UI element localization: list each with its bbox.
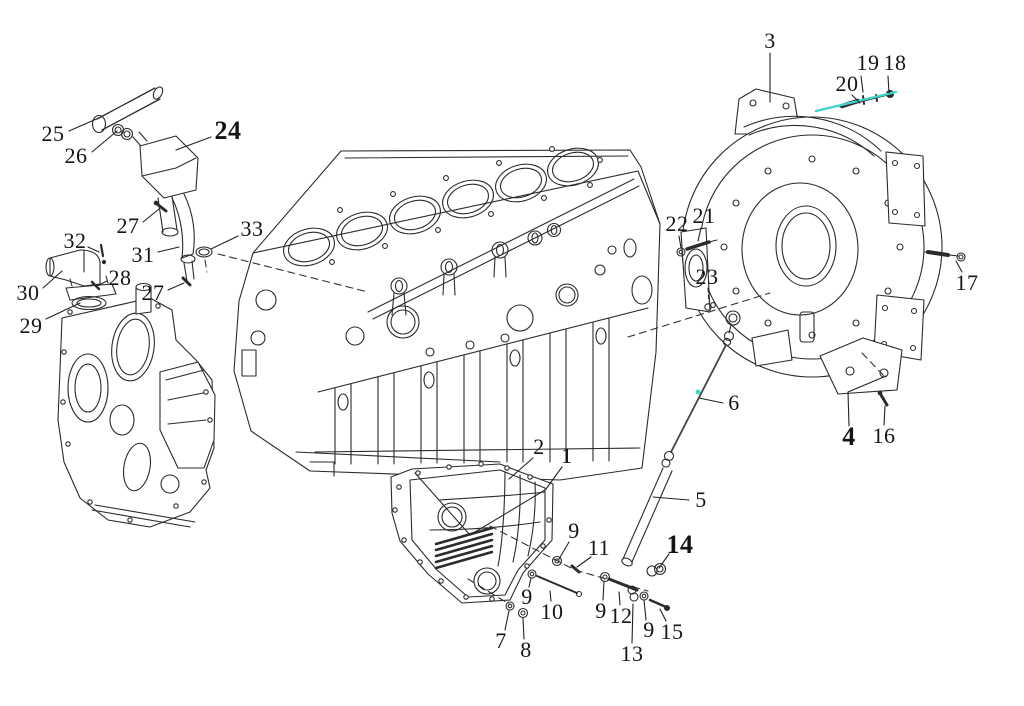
assembly-axis-dash-4 bbox=[467, 578, 510, 605]
leader-line-32 bbox=[87, 246, 100, 253]
leader-line-27b bbox=[167, 282, 185, 291]
leader-line-8 bbox=[522, 617, 525, 640]
leader-line-7 bbox=[504, 610, 510, 631]
leader-line-20 bbox=[851, 94, 861, 104]
leader-line-17 bbox=[955, 260, 963, 273]
leader-line-14 bbox=[658, 553, 670, 569]
breather-elbow-drawing bbox=[45, 243, 117, 311]
leader-line-30 bbox=[42, 270, 63, 289]
highlighted-dipstick-dot bbox=[695, 389, 701, 395]
dashed-alignment-lines bbox=[204, 253, 885, 605]
leader-line-27a bbox=[142, 208, 160, 223]
assembly-axis-dash-0 bbox=[217, 253, 369, 293]
leader-line-9a bbox=[558, 541, 570, 560]
leader-line-9b bbox=[528, 577, 532, 588]
flywheel-housing-drawing bbox=[676, 88, 966, 407]
leader-line-22 bbox=[678, 235, 682, 249]
assembly-axis-dash-1 bbox=[627, 292, 771, 338]
leader-line-10 bbox=[549, 590, 552, 602]
cylinder-block-drawing bbox=[233, 146, 661, 481]
leader-line-21 bbox=[697, 227, 702, 242]
leader-line-4 bbox=[847, 375, 887, 427]
highlight-marks bbox=[695, 90, 898, 395]
leader-line-9d bbox=[643, 599, 647, 621]
leader-line-12 bbox=[618, 591, 621, 606]
leader-line-31 bbox=[157, 246, 180, 253]
leader-line-23 bbox=[707, 287, 710, 303]
leader-line-19 bbox=[860, 75, 864, 93]
leader-line-15 bbox=[659, 608, 667, 622]
cover-plate-drawing bbox=[390, 461, 554, 604]
gear-housing-drawing bbox=[57, 282, 216, 528]
oil-filler-assembly-drawing bbox=[91, 86, 213, 287]
leader-line-1 bbox=[545, 466, 563, 490]
leader-line-28 bbox=[96, 280, 108, 287]
leader-line-29 bbox=[45, 302, 81, 320]
leader-line-24 bbox=[175, 136, 212, 151]
leader-line-26 bbox=[91, 130, 118, 153]
leader-line-6 bbox=[698, 397, 724, 404]
assembly-axis-dash-2 bbox=[861, 352, 885, 377]
leader-lines bbox=[42, 52, 963, 644]
assembly-axis-dash-3 bbox=[489, 525, 649, 592]
leader-line-9c bbox=[602, 580, 605, 601]
leader-line-18 bbox=[887, 75, 890, 94]
leader-line-2 bbox=[508, 457, 534, 480]
assembly-axis-dash-5 bbox=[204, 259, 208, 273]
leader-line-5 bbox=[652, 496, 690, 501]
leader-line-33 bbox=[210, 235, 239, 250]
leader-line-25 bbox=[68, 116, 102, 132]
leader-line-16 bbox=[883, 405, 886, 426]
highlighted-bolt-line bbox=[814, 90, 898, 113]
leader-line-13 bbox=[631, 603, 634, 644]
dipstick-drawing bbox=[621, 310, 741, 567]
leader-line-11 bbox=[576, 556, 592, 568]
